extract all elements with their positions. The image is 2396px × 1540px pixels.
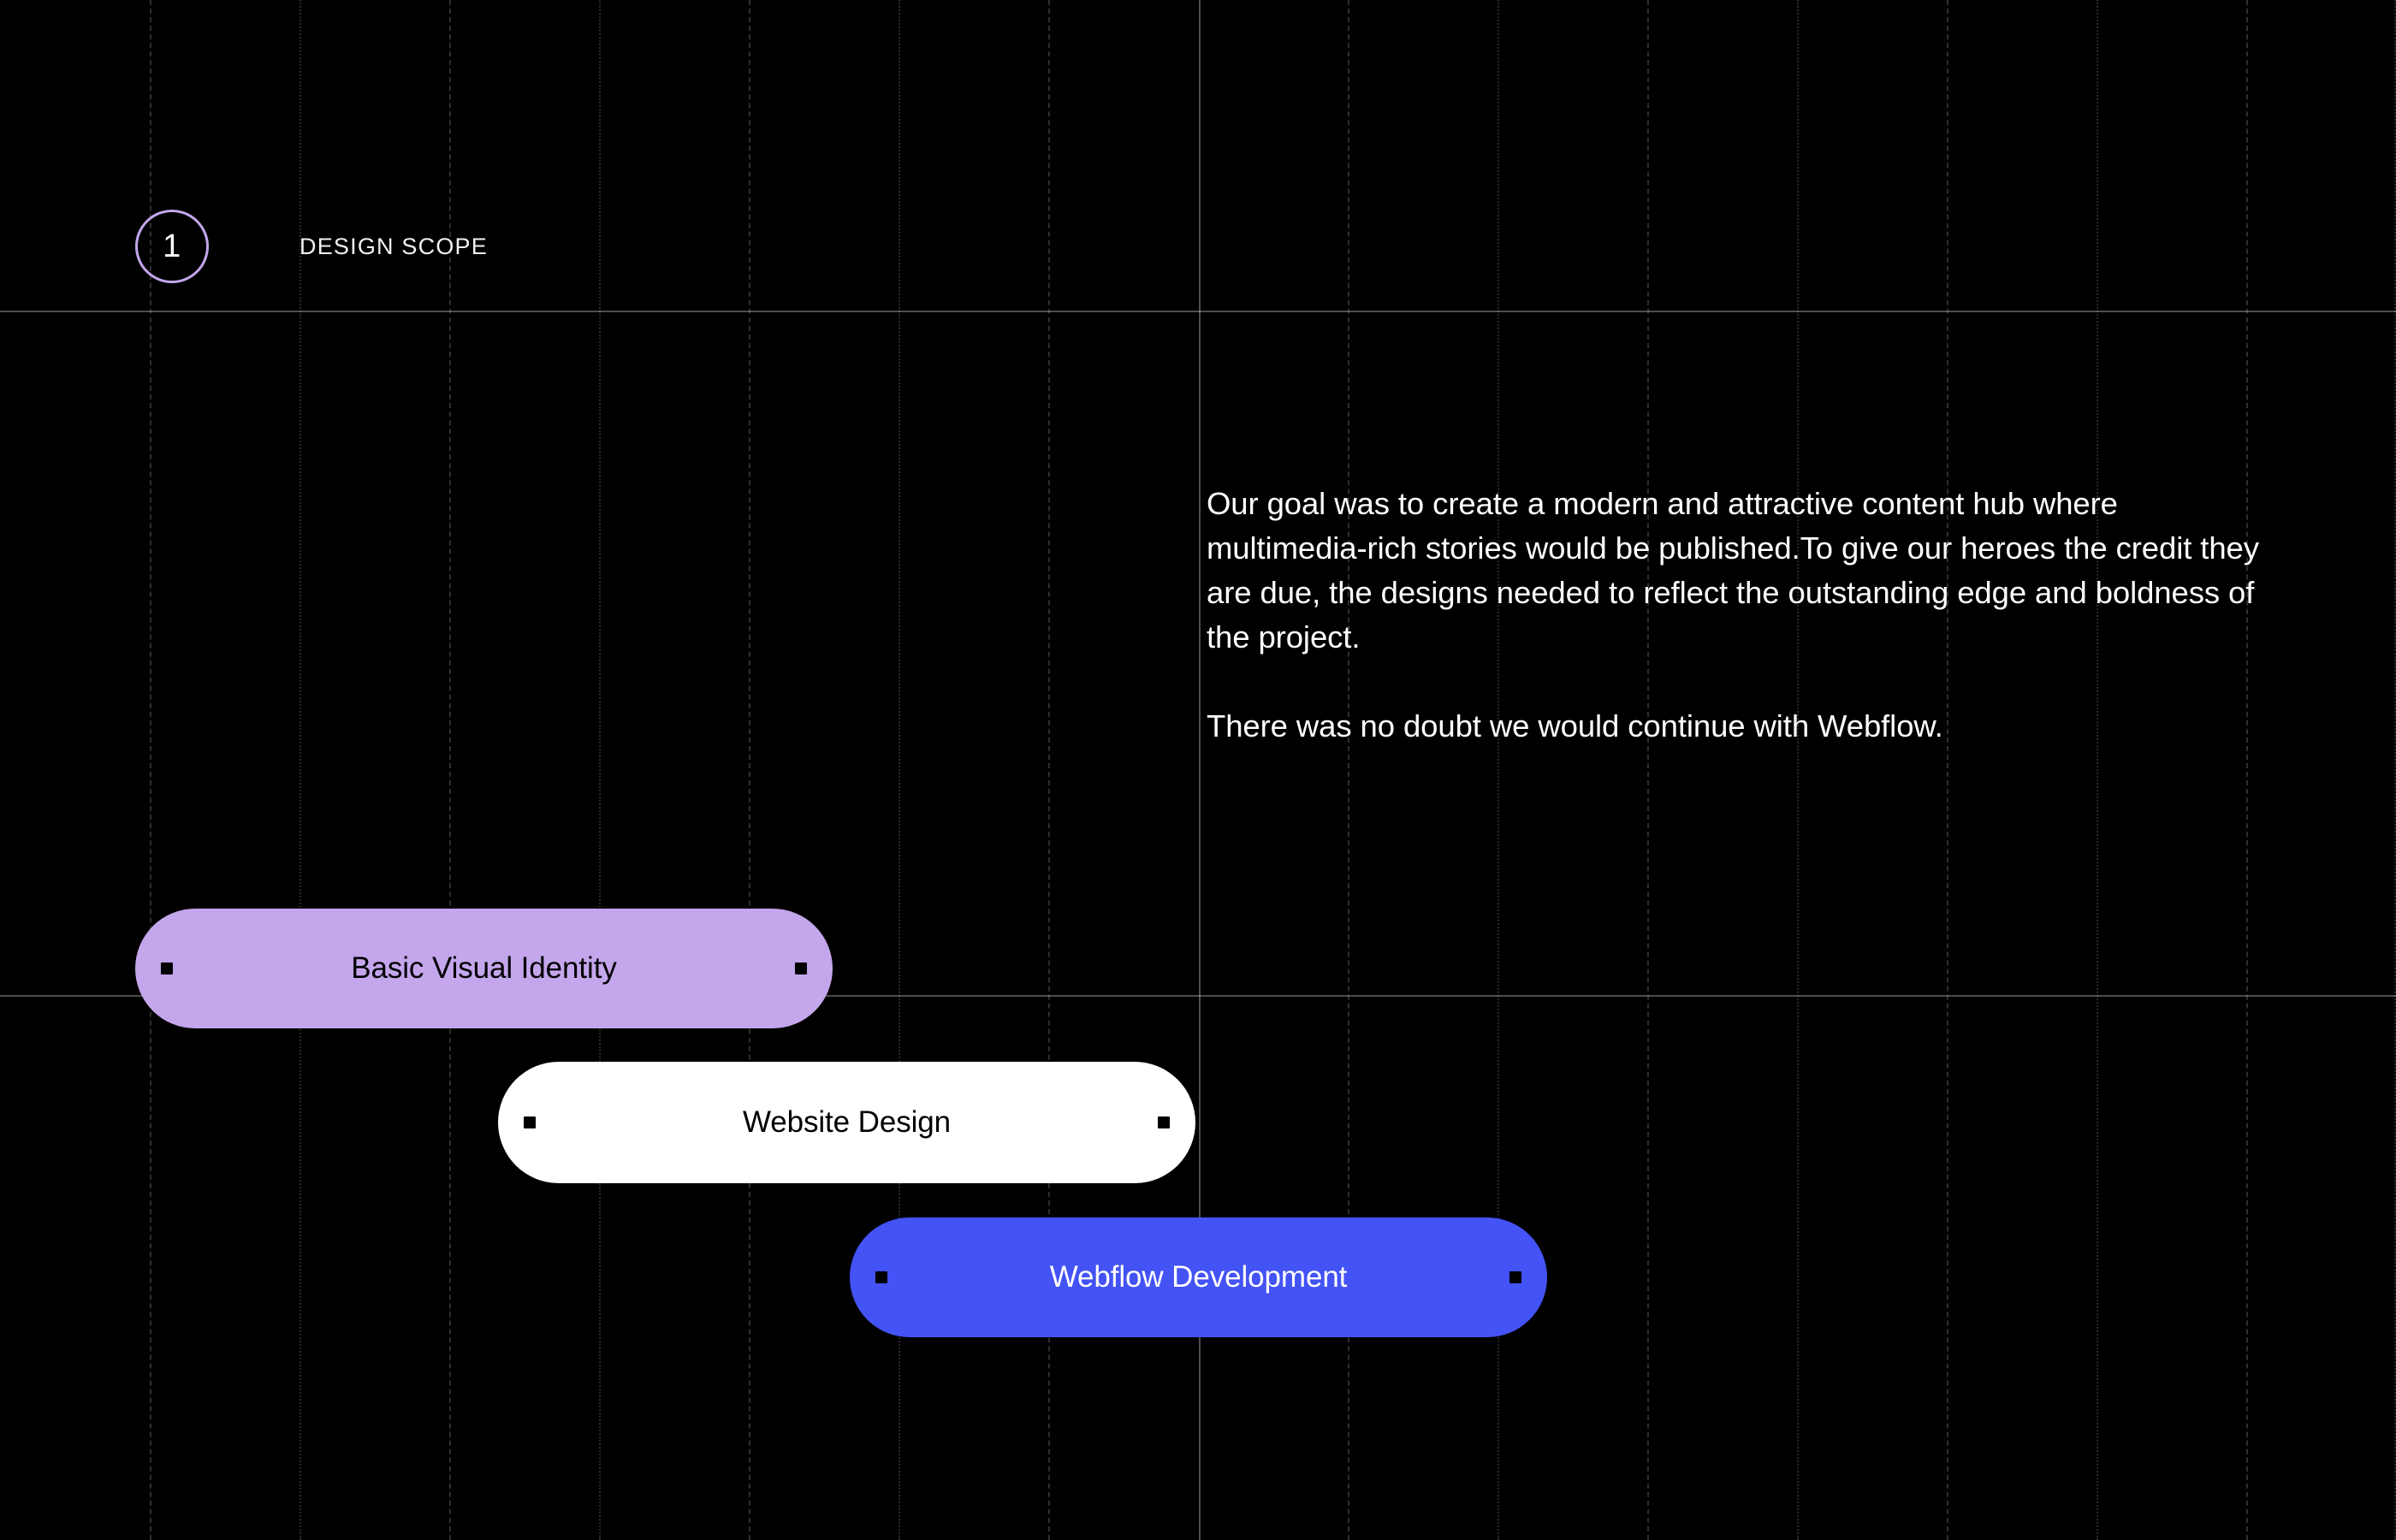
grid-line-horizontal xyxy=(0,311,2396,312)
resize-handle-right-icon[interactable] xyxy=(795,962,807,974)
grid-line-vertical xyxy=(1797,0,1799,1540)
grid-line-vertical xyxy=(599,0,601,1540)
scope-pill-basic-visual-identity[interactable]: Basic Visual Identity xyxy=(135,909,833,1028)
section-header: 1 DESIGN SCOPE xyxy=(135,210,488,283)
grid-line-vertical xyxy=(1647,0,1649,1540)
scope-pill-label: Website Design xyxy=(742,1105,952,1139)
resize-handle-right-icon[interactable] xyxy=(1509,1271,1521,1283)
scope-pill-label: Webflow Development xyxy=(1049,1260,1348,1294)
grid-line-vertical xyxy=(749,0,750,1540)
step-number: 1 xyxy=(163,228,181,264)
scope-pill-website-design[interactable]: Website Design xyxy=(498,1062,1195,1183)
paragraph-goal: Our goal was to create a modern and attr… xyxy=(1207,486,2259,654)
scope-pill-webflow-development[interactable]: Webflow Development xyxy=(850,1217,1547,1337)
grid-line-vertical xyxy=(1947,0,1948,1540)
paragraph-webflow: There was no doubt we would continue wit… xyxy=(1207,708,1943,743)
step-number-badge: 1 xyxy=(135,210,209,283)
resize-handle-left-icon[interactable] xyxy=(161,962,173,974)
resize-handle-left-icon[interactable] xyxy=(524,1116,536,1128)
section-title: DESIGN SCOPE xyxy=(300,233,488,259)
description-copy: Our goal was to create a modern and attr… xyxy=(1207,482,2276,749)
grid-line-vertical xyxy=(2096,0,2098,1540)
resize-handle-right-icon[interactable] xyxy=(1158,1116,1170,1128)
scope-pill-label: Basic Visual Identity xyxy=(351,951,617,985)
resize-handle-left-icon[interactable] xyxy=(875,1271,887,1283)
grid-line-vertical xyxy=(2246,0,2248,1540)
